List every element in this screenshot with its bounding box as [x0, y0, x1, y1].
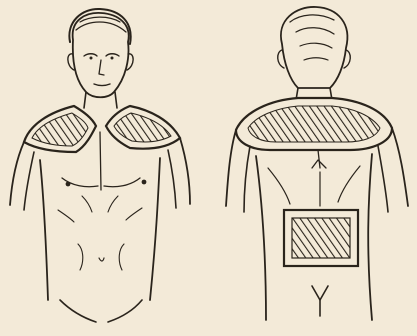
- front-neck-right: [115, 92, 117, 108]
- front-torso: [10, 132, 190, 322]
- back-figure: [226, 7, 408, 320]
- front-figure: [10, 9, 190, 322]
- front-head: [68, 9, 133, 97]
- front-neck-left: [84, 92, 86, 108]
- lower-back-pad: [284, 210, 358, 266]
- shoulder-collar-pad: [236, 98, 392, 150]
- right-shoulder-pad: [106, 106, 180, 149]
- left-shoulder-pad: [24, 106, 96, 152]
- back-head: [278, 7, 351, 88]
